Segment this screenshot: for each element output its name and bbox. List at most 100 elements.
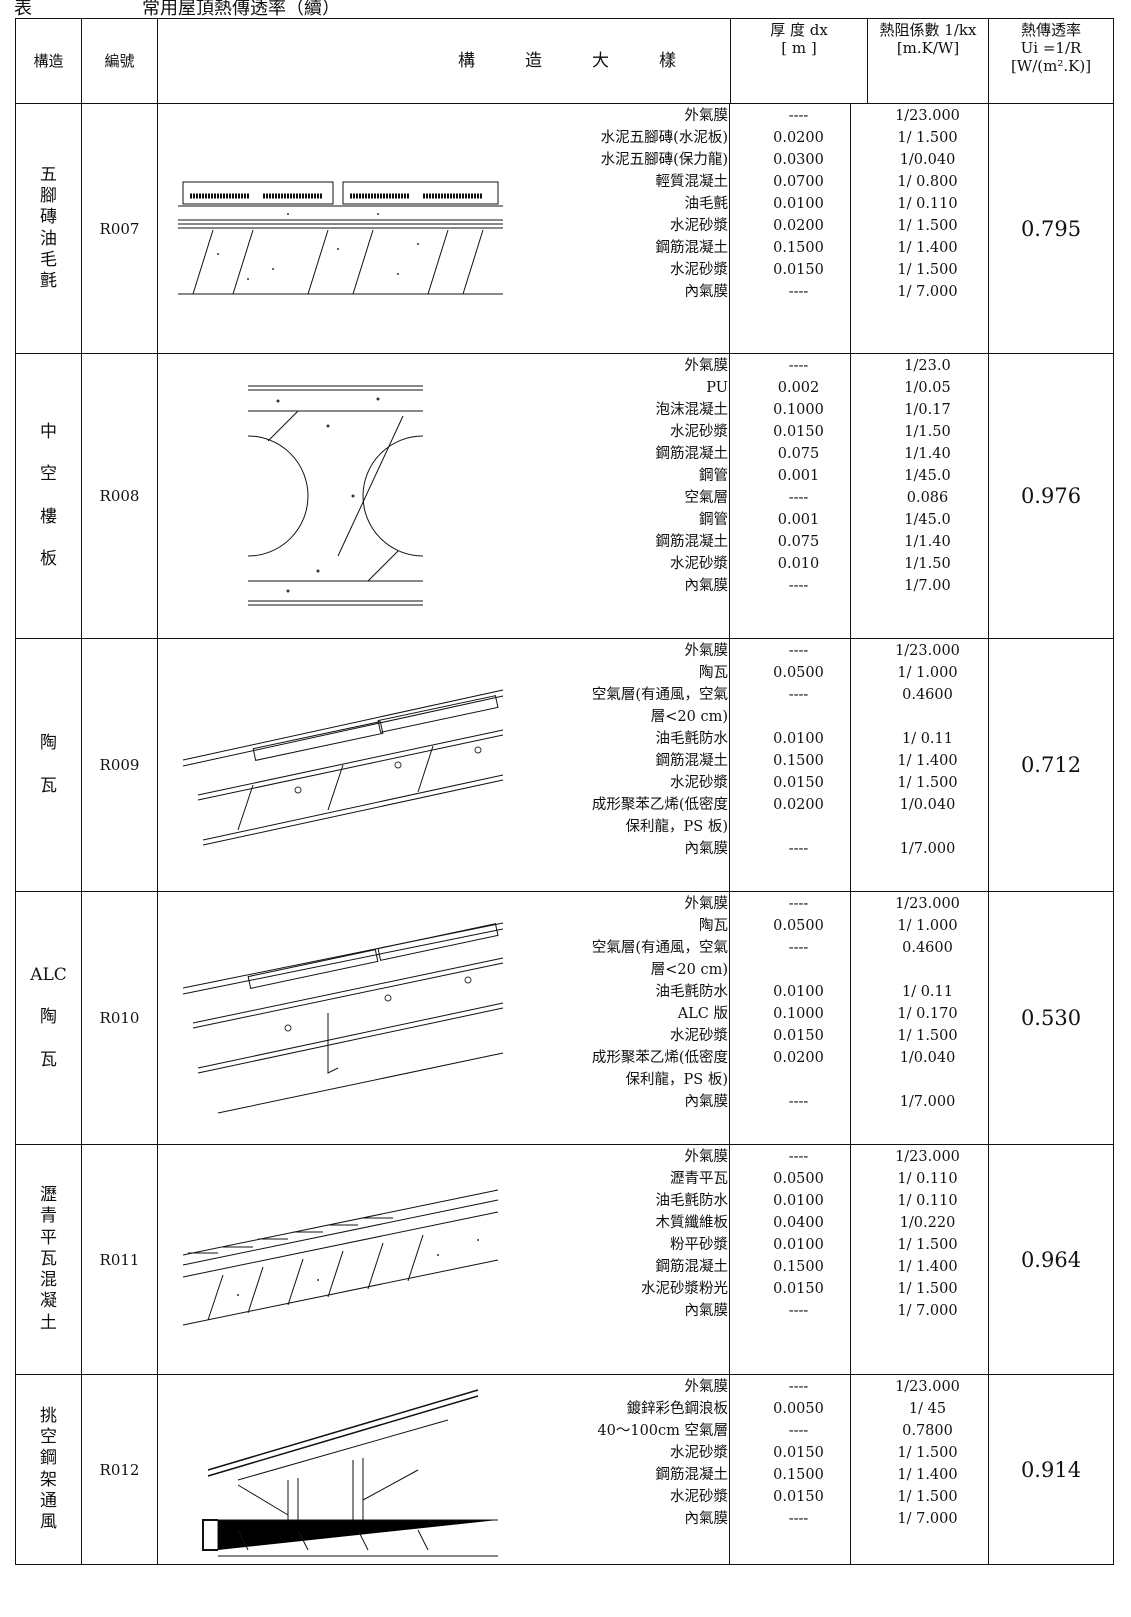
layer-material: 空氣層 [684, 490, 729, 506]
layer-material: 外氣膜 [684, 643, 729, 659]
construction-name: 中 空 樓 板 [15, 353, 82, 639]
layer-material: 水泥砂漿粉光 [641, 1281, 728, 1297]
layer-resistance: 1/ 1.400 [897, 1259, 958, 1275]
transmittance-unit: [W/(m².K)] [1010, 57, 1092, 75]
layer-resistance: 1/23.000 [895, 896, 960, 912]
layer-thickness: ---- [788, 1423, 809, 1439]
column-divider [729, 354, 730, 638]
layer-resistance: 1/7.00 [904, 578, 951, 594]
construction-code: R007 [81, 103, 158, 354]
column-divider [850, 639, 851, 891]
u-value: 0.795 [988, 103, 1114, 354]
layer-material: 油毛氈防水 [655, 1193, 729, 1209]
layer-resistance: 1/ 1.500 [897, 775, 958, 791]
layer-row: 空氣層----0.086 [323, 487, 988, 509]
layer-thickness: ---- [788, 643, 809, 659]
layer-row: 內氣膜----1/ 7.000 [323, 281, 988, 303]
layer-thickness: 0.0700 [773, 174, 824, 190]
layer-material: 水泥砂漿 [670, 262, 728, 278]
layer-row: 外氣膜----1/23.000 [323, 1146, 988, 1168]
detail-char: 造 [525, 51, 542, 71]
layer-thickness: 0.0150 [773, 775, 824, 791]
layer-resistance: 1/0.040 [899, 797, 956, 813]
layer-thickness: 0.1500 [773, 1467, 824, 1483]
layer-thickness: 0.001 [777, 468, 820, 484]
layer-row: 保利龍，PS 板) [323, 1069, 988, 1091]
layer-thickness: 0.0150 [773, 1281, 824, 1297]
layer-resistance: 1/1.40 [904, 446, 951, 462]
layer-material: 鋼筋混凝土 [655, 240, 729, 256]
layer-thickness: 0.1500 [773, 753, 824, 769]
layer-thickness [730, 816, 867, 838]
layer-resistance: 0.7800 [902, 1423, 953, 1439]
layer-thickness: ---- [788, 108, 809, 124]
layer-material: 水泥砂漿 [670, 556, 728, 572]
layer-material: 水泥五腳磚(水泥板) [600, 130, 728, 146]
layer-material: 空氣層(有通風，空氣 [591, 940, 728, 956]
layer-resistance: 1/ 0.800 [897, 174, 958, 190]
layer-material: 鋼管 [699, 512, 728, 528]
layer-resistance: 1/23.000 [895, 643, 960, 659]
layer-thickness: 0.1000 [773, 1006, 824, 1022]
layer-material: 內氣膜 [684, 841, 729, 857]
layer-row: 空氣層(有通風，空氣----0.4600 [323, 684, 988, 706]
layer-resistance [867, 706, 988, 728]
layer-resistance: 1/ 1.500 [897, 262, 958, 278]
layer-thickness: 0.0200 [773, 218, 824, 234]
thickness-label: 厚 度 dx [770, 21, 828, 39]
layer-resistance: 1/0.05 [904, 380, 951, 396]
layer-row: 40～100cm 空氣層----0.7800 [323, 1420, 988, 1442]
column-divider [850, 1145, 851, 1374]
layer-material: 空氣層(有通風，空氣 [591, 687, 728, 703]
detail-char: 構 [458, 51, 475, 71]
layer-row: 外氣膜 ---- 1/23.000 [323, 640, 988, 662]
layer-resistance: 1/0.040 [899, 152, 956, 168]
layer-row: 外氣膜----1/23.000 [323, 105, 988, 127]
layer-material: 鋼筋混凝土 [655, 1259, 729, 1275]
layer-thickness: 0.0100 [773, 731, 824, 747]
layer-thickness: 0.0100 [773, 196, 824, 212]
construction-name: 挑 空 鋼 架 通 風 [15, 1374, 82, 1565]
layer-thickness: ---- [788, 940, 809, 956]
layer-thickness: 0.010 [777, 556, 820, 572]
layer-material: 木質纖維板 [655, 1215, 729, 1231]
layer-row: 內氣膜----1/7.000 [323, 1091, 988, 1113]
caption-title: 常用屋頂熱傳透率 [142, 0, 286, 19]
transmittance-label: 熱傳透率 [1020, 21, 1081, 39]
layer-material: 層<20 cm) [650, 962, 728, 978]
u-value: 0.914 [988, 1374, 1114, 1565]
construction-code: R011 [81, 1144, 158, 1375]
layer-thickness: 0.1000 [773, 402, 824, 418]
layer-resistance: 1/ 0.170 [897, 1006, 958, 1022]
steel-frame-drawing [202, 1388, 498, 1556]
layer-resistance: 1/45.0 [904, 512, 951, 528]
layer-thickness: ---- [788, 578, 809, 594]
layer-material: 外氣膜 [684, 358, 729, 374]
layer-thickness: 0.0300 [773, 152, 824, 168]
layer-thickness: 0.075 [777, 446, 820, 462]
layer-material: ALC 版 [677, 1006, 728, 1022]
layer-row: ALC 版 0.1000 1/ 0.170 [323, 1003, 988, 1025]
col-header-resistance: 熱阻係數 1/kx [m.K/W] [867, 18, 989, 104]
asphalt-shingle-drawing [182, 1189, 499, 1325]
construction-name: 陶 瓦 [15, 638, 82, 892]
construction-code: R008 [81, 353, 158, 639]
column-divider [850, 104, 851, 353]
